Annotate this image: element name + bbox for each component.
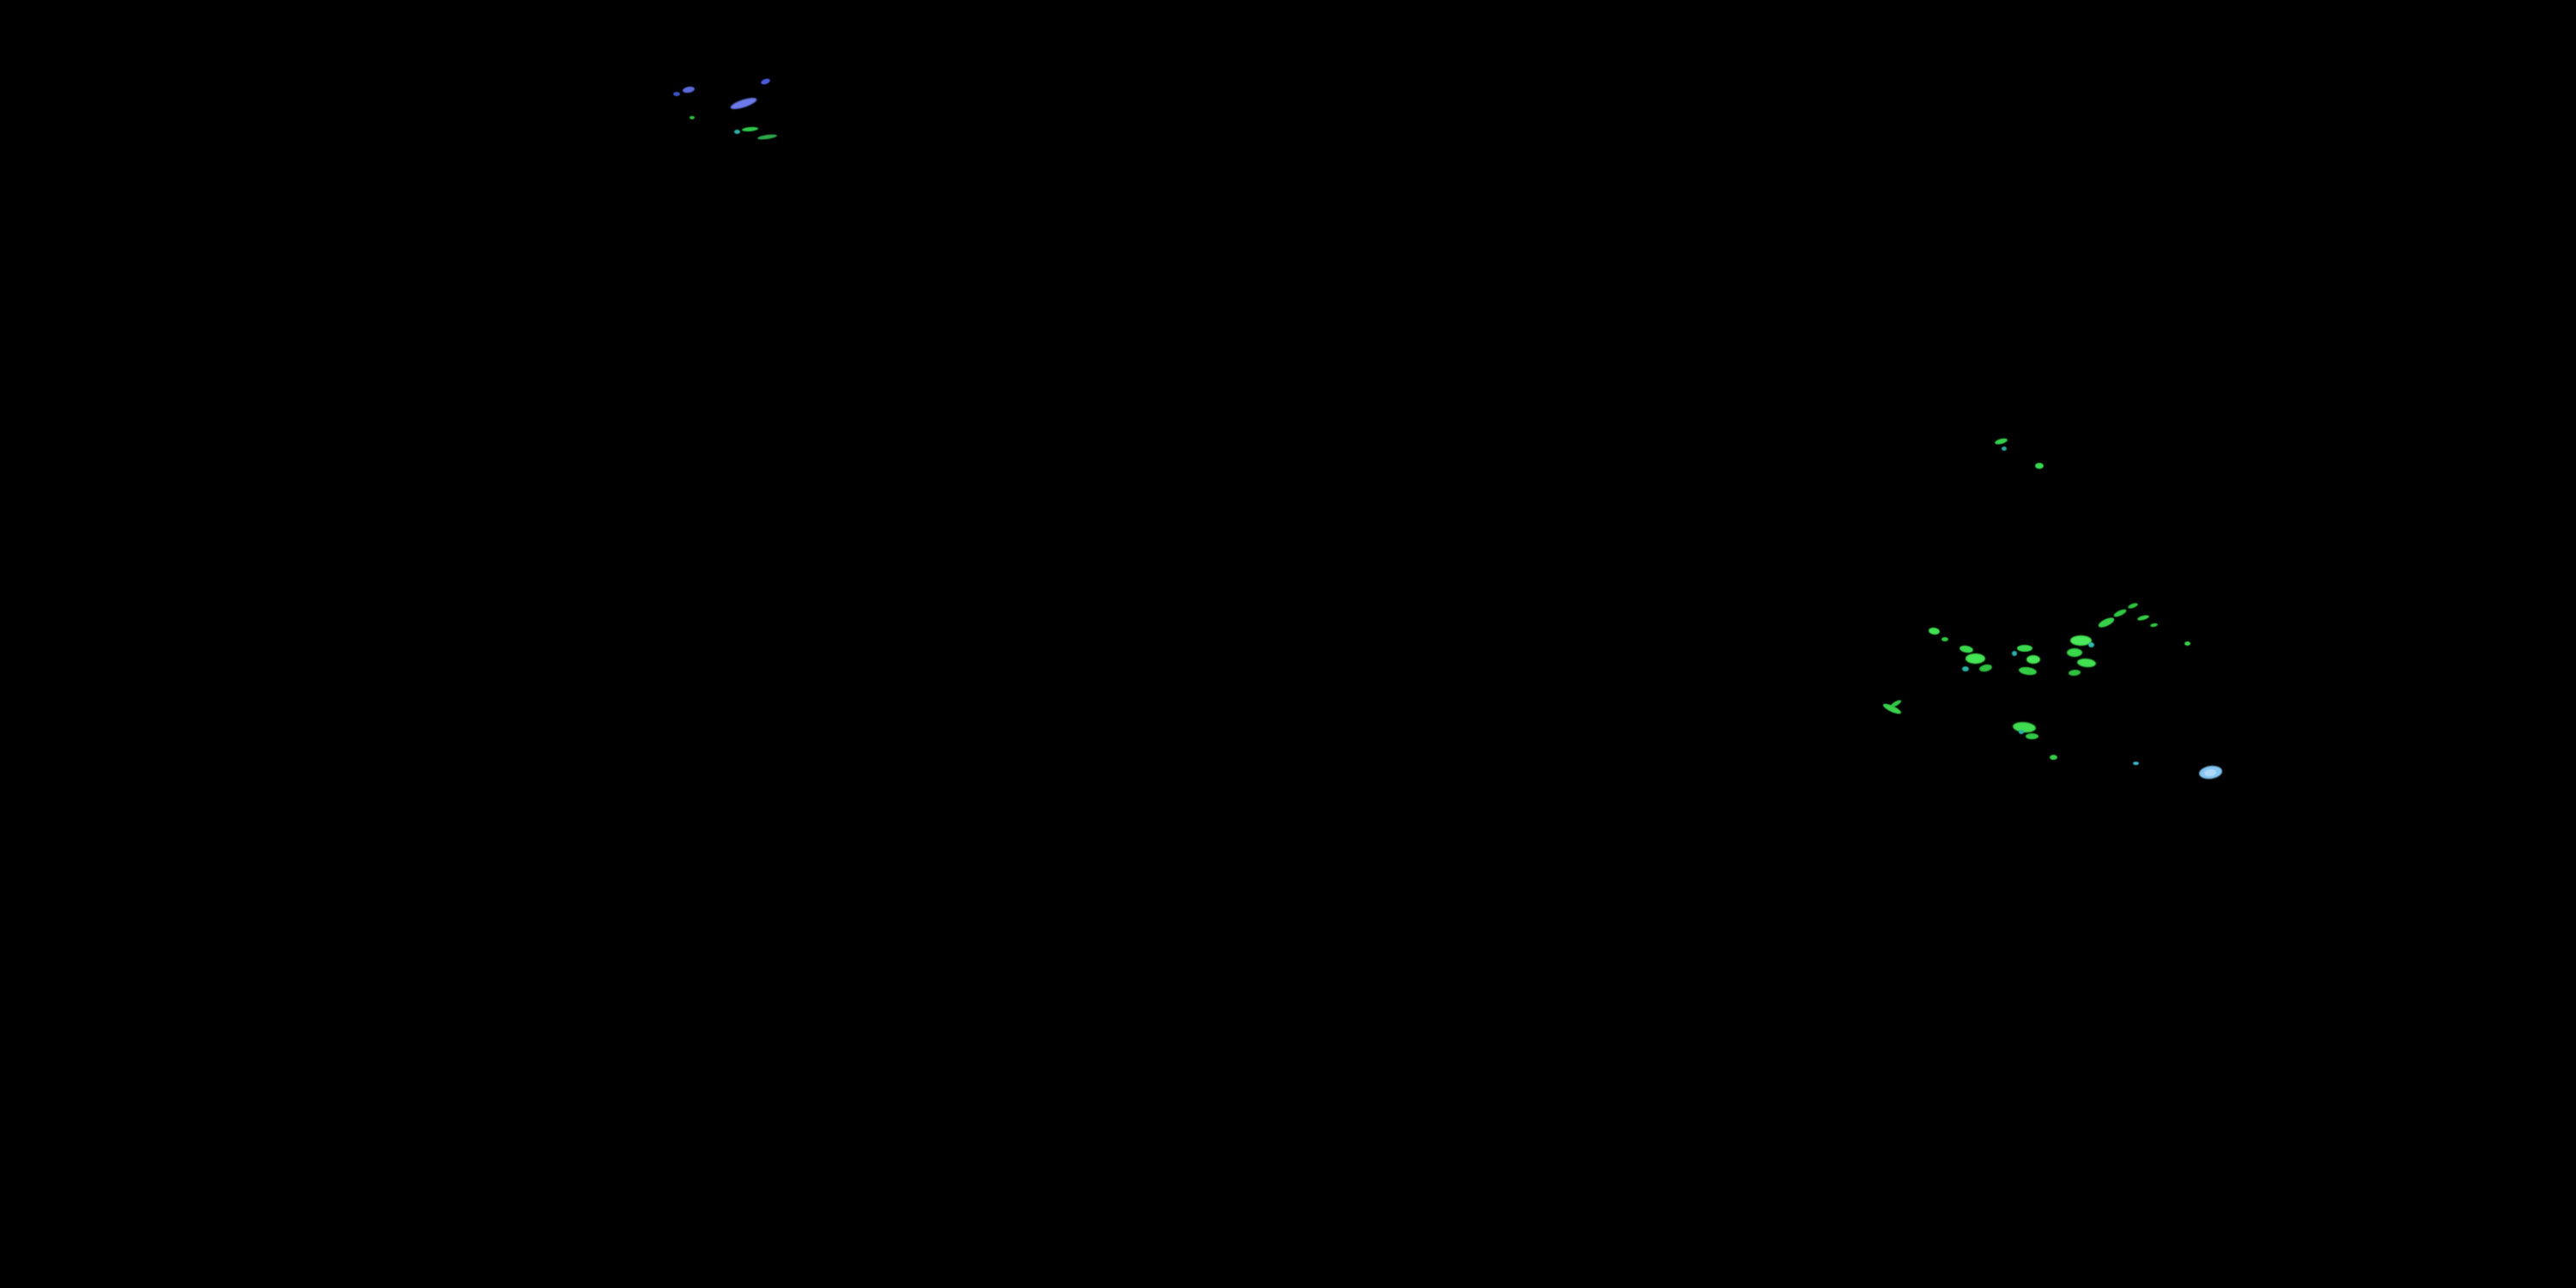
speck (673, 92, 680, 96)
speck (1965, 653, 1985, 664)
speck (2198, 764, 2223, 781)
speck (1959, 644, 1974, 654)
speck (2017, 645, 2032, 652)
speck (1889, 698, 1903, 709)
speck (2026, 733, 2038, 739)
speck (2018, 665, 2038, 677)
speck (2184, 641, 2190, 646)
speck (1941, 637, 1948, 641)
speck (2133, 762, 2139, 765)
speck (2026, 655, 2040, 664)
speck (2203, 769, 2217, 777)
speck (2127, 602, 2139, 610)
speck (2076, 658, 2097, 668)
speck (2070, 635, 2092, 646)
speck (2050, 755, 2057, 760)
speck (1928, 627, 1941, 635)
speck (2067, 648, 2082, 657)
speck (2012, 720, 2037, 734)
speck (760, 77, 771, 86)
speck (1962, 666, 1969, 671)
speck (2136, 614, 2150, 622)
speck (2088, 642, 2094, 647)
speck (2035, 463, 2044, 469)
speck (734, 130, 740, 134)
speck (2112, 607, 2128, 619)
speck (1978, 663, 1993, 673)
speck (2012, 651, 2017, 656)
speck (2019, 730, 2024, 734)
speck (2097, 616, 2116, 629)
speck (1881, 702, 1903, 716)
speck (690, 116, 695, 119)
speck (756, 133, 778, 141)
speck (2068, 669, 2081, 677)
speck (1994, 437, 2008, 446)
speck (2149, 623, 2159, 628)
speck (2002, 447, 2007, 451)
speck (682, 85, 696, 94)
speck (729, 95, 758, 112)
speck (741, 126, 759, 132)
